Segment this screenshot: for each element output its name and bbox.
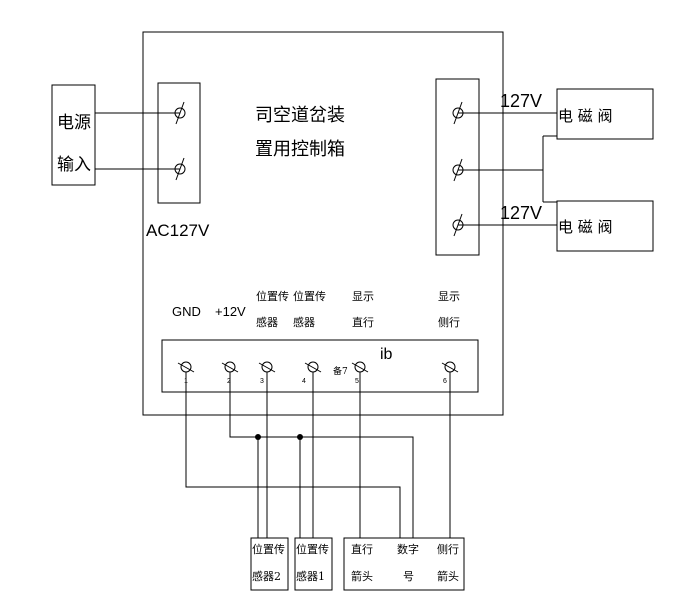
control-box-title-line2: 置用控制箱 [255, 139, 345, 160]
output-voltage-top: 127V [500, 91, 542, 111]
digit-label-1: 数字 [397, 542, 419, 556]
terminal-strip [161, 339, 479, 393]
terminal-screw-icon [304, 361, 322, 373]
v12-label: +12V [215, 304, 246, 319]
terminal-screw-icon [177, 361, 195, 373]
position-sensor-2-label-2: 感器2 [252, 570, 281, 583]
position-sensor-1-label-2: 感器1 [296, 570, 325, 583]
solenoid-valve-top-label: 电 磁 阀 [558, 107, 613, 125]
terminal-number-2: 2 [227, 378, 231, 385]
position-sensor-2-box [250, 537, 289, 591]
terminal-screw-icon [351, 361, 369, 373]
solenoid-valve-bottom-label: 电 磁 阀 [558, 218, 613, 236]
terminal-screw-icon [221, 361, 239, 373]
straight-display-label-2: 直行 [352, 315, 374, 329]
straight-display-label-1: 显示 [352, 290, 374, 303]
display-box [343, 537, 465, 591]
junction-dot [255, 434, 261, 440]
input-terminal-block [157, 82, 201, 204]
side-display-label-2: 侧行 [438, 316, 460, 329]
terminal-strip-code: ib [380, 346, 393, 363]
position-sensor-1-label-1: 位置传 [296, 542, 329, 556]
side-arrow-label-1: 侧行 [437, 543, 459, 556]
gnd-label: GND [172, 304, 201, 319]
junction-dot [297, 434, 303, 440]
power-input-line2: 输入 [57, 155, 91, 175]
terminal-number-3: 3 [260, 378, 264, 385]
sensor-b-label-2: 感器 [293, 316, 315, 329]
side-arrow-label-2: 箭头 [437, 569, 459, 583]
solenoid-valve-bottom [556, 200, 654, 252]
control-box [142, 31, 504, 416]
straight-arrow-label-1: 直行 [351, 542, 373, 556]
terminal-screw-icon [258, 361, 276, 373]
control-box-title-line1: 司空道岔装 [255, 105, 345, 126]
position-sensor-1-box [294, 537, 333, 591]
sensor-a-label-1: 位置传 [256, 289, 289, 303]
terminal-number-4: 4 [302, 378, 306, 385]
output-voltage-bottom: 127V [500, 203, 542, 223]
digit-label-2: 号 [403, 570, 414, 583]
output-terminal-block [435, 78, 480, 256]
straight-arrow-label-2: 箭头 [351, 569, 373, 583]
sensor-a-label-2: 感器 [256, 316, 278, 329]
terminal-number-5: 5 [355, 378, 359, 385]
v12-wire [229, 372, 414, 538]
position-sensor-2-label-1: 位置传 [252, 542, 285, 556]
terminal-screw-icon [174, 101, 186, 125]
sensor-b-label-1: 位置传 [293, 289, 326, 303]
solenoid-valve-top [556, 88, 654, 140]
terminal-number-6: 6 [443, 378, 447, 385]
power-input-line1: 电源 [57, 113, 91, 133]
ac-voltage-label: AC127V [146, 221, 210, 240]
gnd-wire [185, 372, 401, 538]
power-input-box [51, 84, 96, 186]
terminal-screw-icon [441, 361, 459, 373]
side-display-label-1: 显示 [438, 290, 460, 303]
terminal-extra-label: 备7 [333, 365, 348, 377]
terminal-screw-icon [174, 157, 186, 181]
